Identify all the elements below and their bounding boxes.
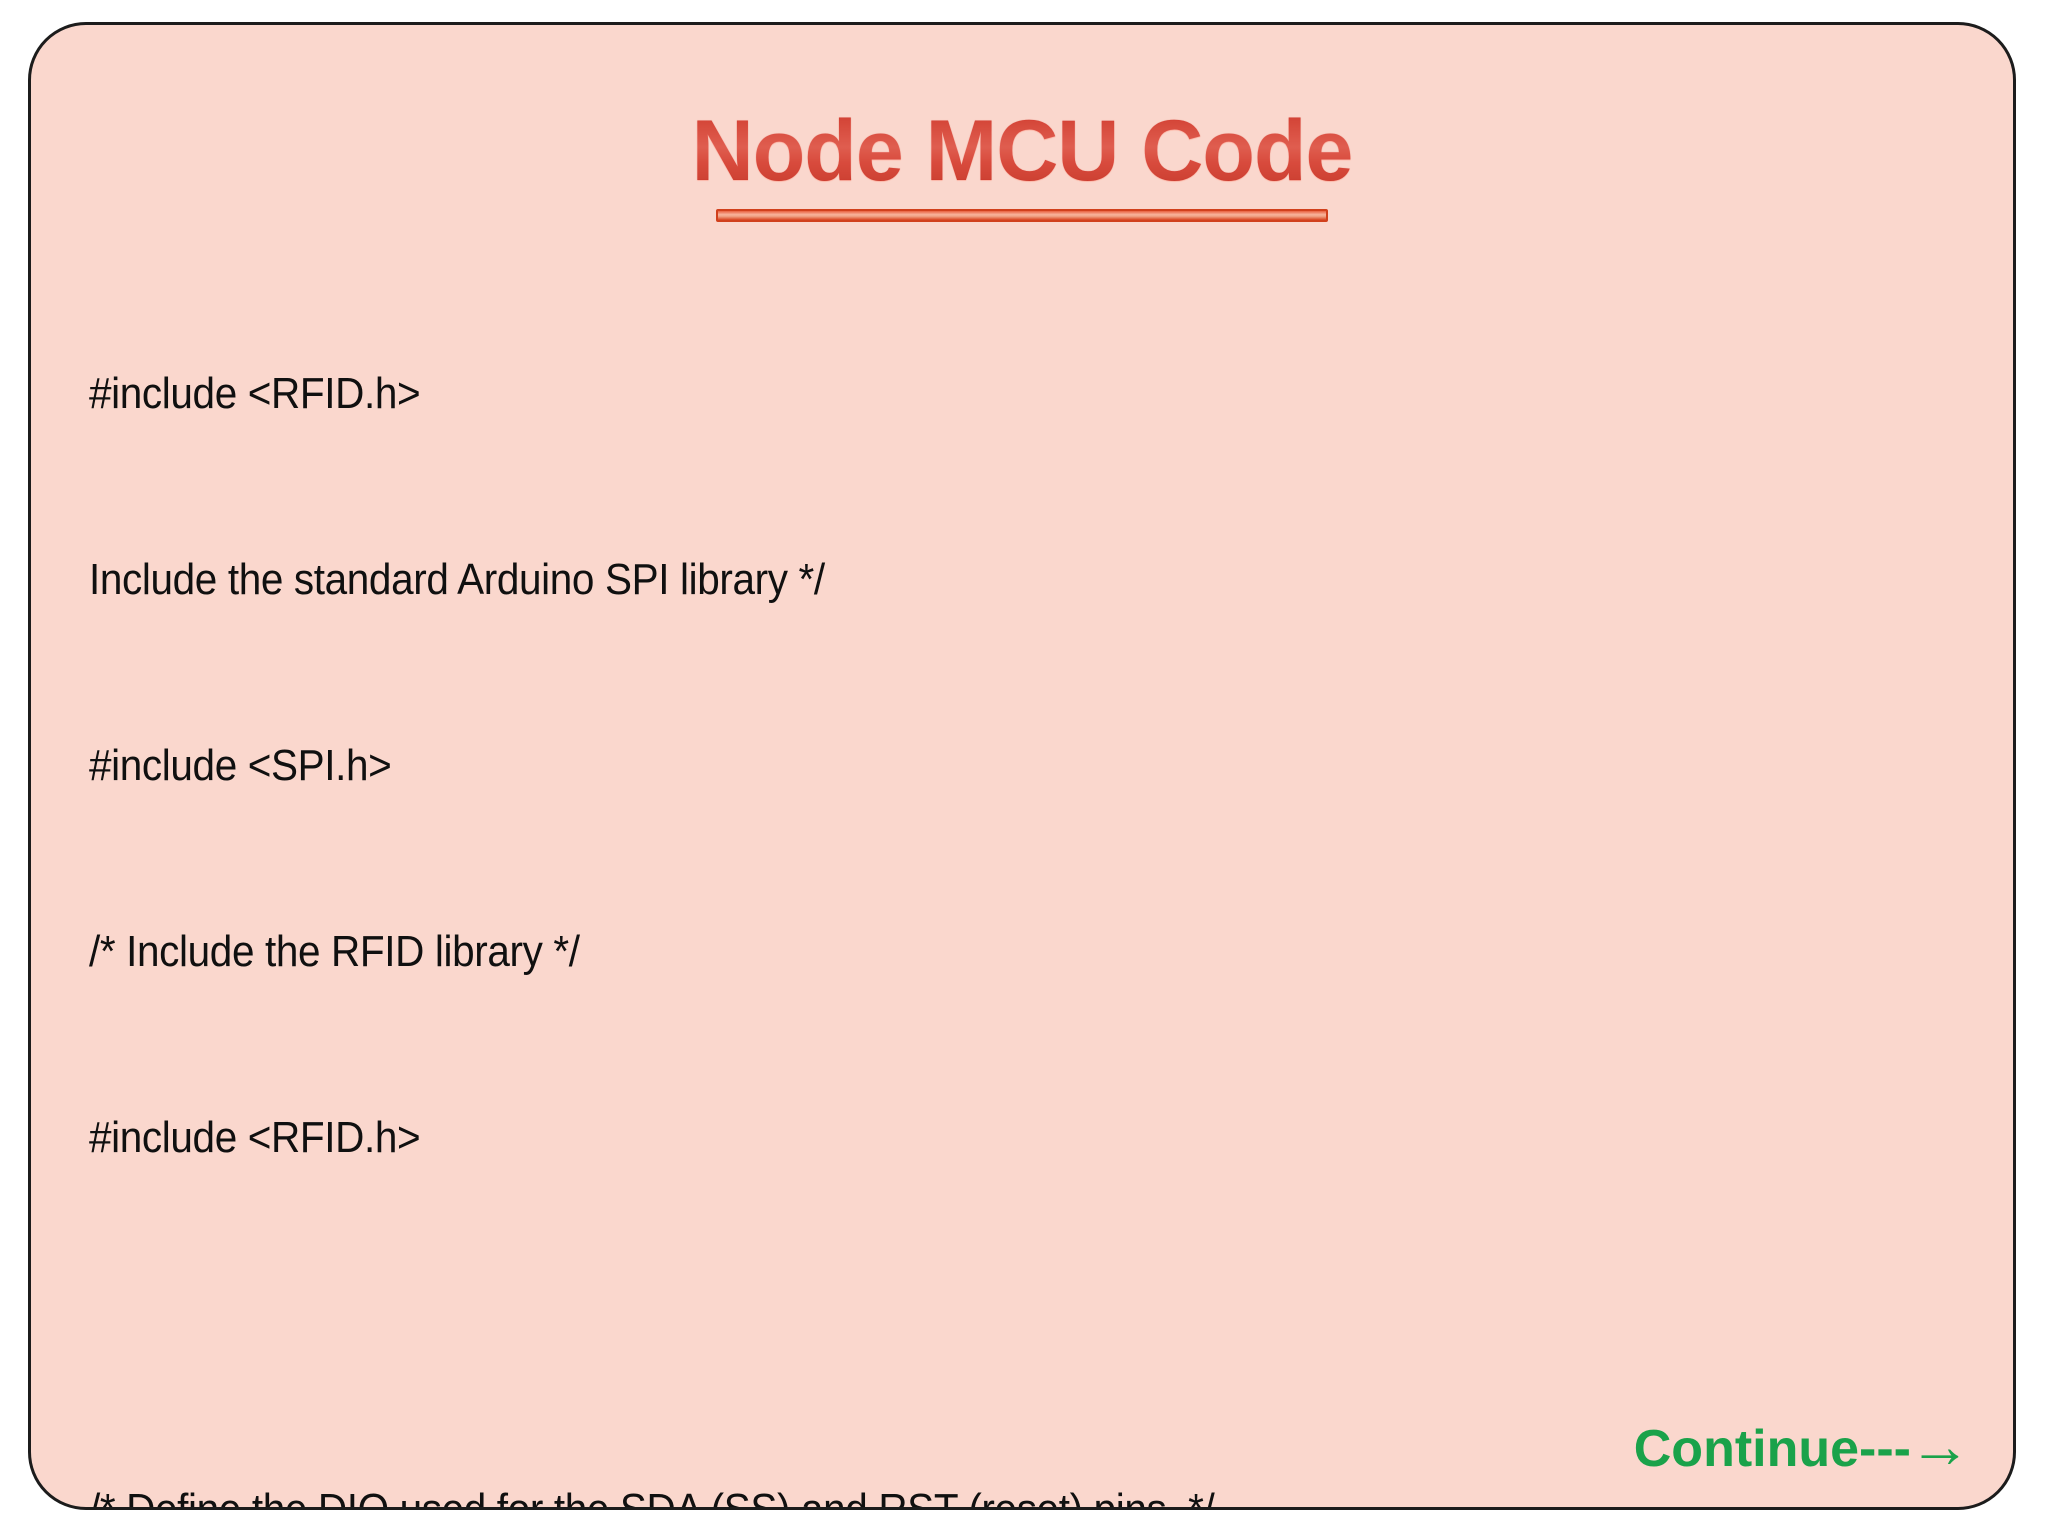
code-line: #include <SPI.h> xyxy=(89,741,392,790)
code-line: Include the standard Arduino SPI library… xyxy=(89,555,825,604)
continue-link[interactable]: Continue--- → xyxy=(1633,1412,1971,1481)
slide-title-container: Node MCU Code xyxy=(31,103,2013,199)
continue-label: Continue--- xyxy=(1633,1420,1911,1478)
code-line: #include <RFID.h> xyxy=(89,1113,421,1162)
code-line: /* Define the DIO used for the SDA (SS) … xyxy=(89,1485,1215,1510)
title-underline-rule xyxy=(716,209,1328,222)
arrow-right-icon: → xyxy=(1909,1412,1971,1481)
code-block: #include <RFID.h> Include the standard A… xyxy=(89,239,1800,1510)
slide-canvas: Node MCU Code #include <RFID.h> Include … xyxy=(28,22,2016,1510)
code-line: /* Include the RFID library */ xyxy=(89,927,580,976)
code-line: #include <RFID.h> xyxy=(89,369,421,418)
code-line-blank xyxy=(89,1293,1800,1355)
page-title: Node MCU Code xyxy=(691,103,1354,199)
